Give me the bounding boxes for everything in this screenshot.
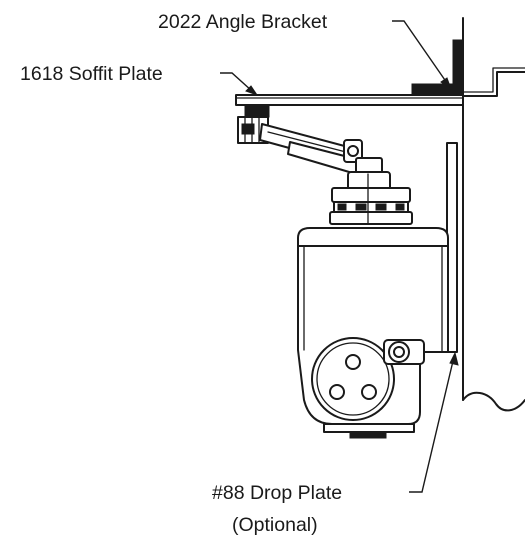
callout-drop-plate: #88 Drop Plate (Optional) xyxy=(212,351,459,536)
mounting-plate xyxy=(311,337,395,421)
soffit-plate-label: 1618 Soffit Plate xyxy=(20,63,163,85)
drop-plate-note: (Optional) xyxy=(232,514,318,536)
soffit-plate-leader xyxy=(220,72,253,92)
arm-assembly xyxy=(237,104,363,175)
soffit-plate xyxy=(235,94,464,106)
soffit-plate-arrowhead xyxy=(245,85,259,96)
angle-bracket-leader xyxy=(392,20,448,84)
drop-plate-label: #88 Drop Plate xyxy=(212,482,342,504)
spindle-cap xyxy=(329,157,413,225)
angle-bracket-label: 2022 Angle Bracket xyxy=(158,11,328,33)
drop-plate-leader xyxy=(409,360,454,493)
angle-bracket-arrowhead xyxy=(440,77,453,91)
adjustment-screw xyxy=(383,339,425,365)
drop-plate-arrowhead xyxy=(449,351,459,366)
door-frame xyxy=(462,17,525,412)
callout-soffit-plate: 1618 Soffit Plate xyxy=(20,63,259,96)
callout-angle-bracket: 2022 Angle Bracket xyxy=(158,11,453,91)
